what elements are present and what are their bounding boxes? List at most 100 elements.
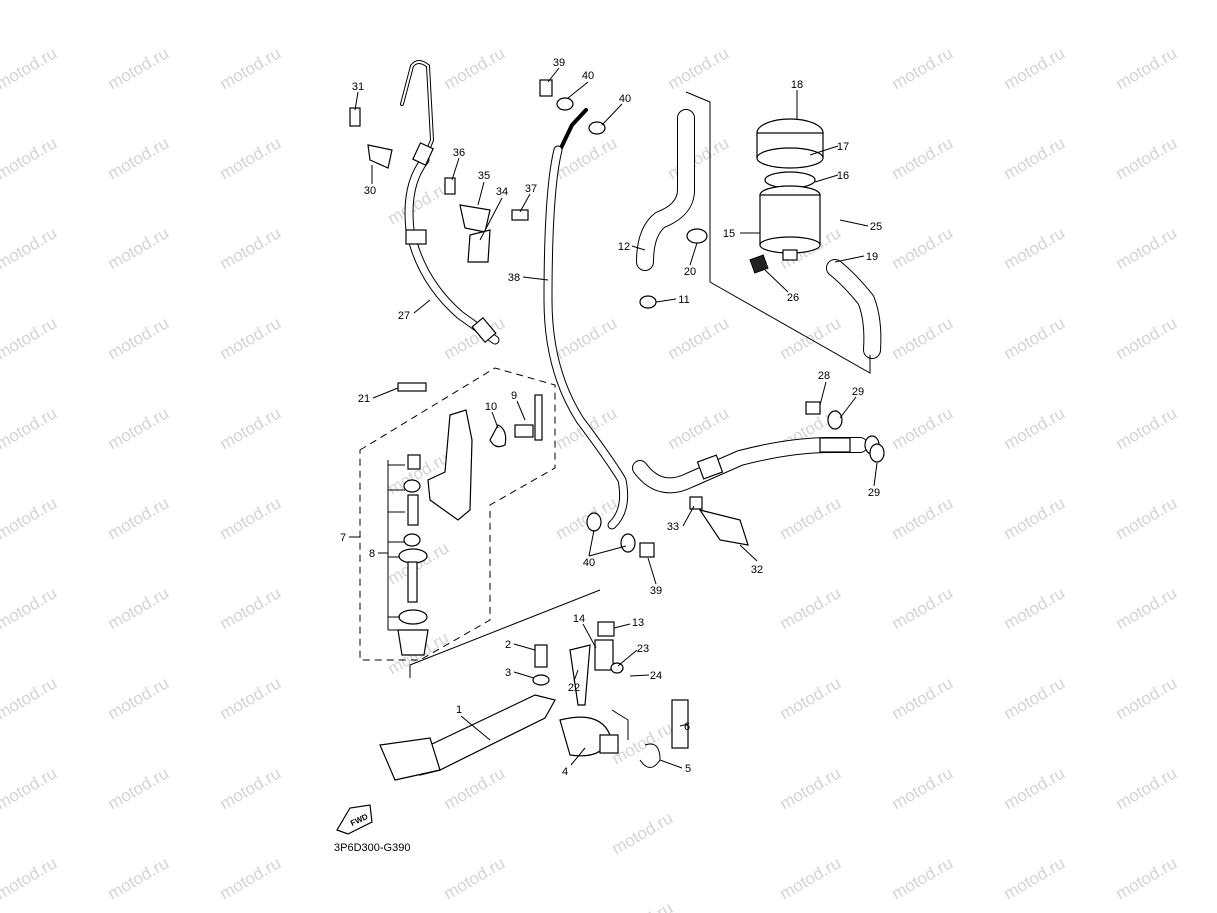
leader-lines [349,67,878,769]
watermark-text: motod.ru [777,0,845,3]
watermark-text: motod.ru [777,673,845,723]
watermark-text: motod.ru [441,0,509,3]
watermark-text: motod.ru [0,673,60,723]
callout-2: 2 [505,639,511,651]
watermark-text: motod.ru [665,43,733,93]
watermark-text: motod.ru [1001,313,1069,363]
watermark-text: motod.ru [889,853,957,903]
callout-29: 29 [852,386,864,398]
callout-39: 39 [650,585,662,597]
callout-37: 37 [525,183,537,195]
watermark-text: motod.ru [1113,493,1181,543]
watermark-text: motod.ru [385,178,453,228]
watermark-text: motod.ru [1113,853,1181,903]
callout-39: 39 [553,57,565,69]
watermark-text: motod.ru [1113,223,1181,273]
watermark-text: motod.ru [777,763,845,813]
watermark-text: motod.ru [889,0,957,3]
diagram-code: 3P6D300-G390 [334,842,410,854]
watermark-text: motod.ru [105,403,173,453]
watermark-text: motod.ru [0,0,60,3]
watermark-text: motod.ru [385,538,453,588]
watermark-text: motod.ru [889,493,957,543]
watermark-text: motod.ru [105,43,173,93]
watermark-text: motod.ru [105,0,173,3]
watermark-text: motod.ru [1113,133,1181,183]
watermark-text: motod.ru [0,133,60,183]
watermark-text: motod.ru [889,133,957,183]
watermark-text: motod.ru [609,898,677,913]
watermark-text: motod.ru [889,673,957,723]
watermark-text: motod.ru [217,673,285,723]
watermark-text: motod.ru [0,853,60,903]
master-cylinder-7 [387,394,543,656]
watermark-text: motod.ru [1113,313,1181,363]
watermark-text: motod.ru [1001,763,1069,813]
callout-14: 14 [573,613,585,625]
watermark-text: motod.ru [441,763,509,813]
callout-16: 16 [837,170,849,182]
callout-1: 1 [456,704,462,716]
watermark-text: motod.ru [777,493,845,543]
watermark-text: motod.ru [105,853,173,903]
watermark-text: motod.ru [105,583,173,633]
watermark-text: motod.ru [0,43,60,93]
brake-hose-lower [632,437,868,494]
callout-12: 12 [618,241,630,253]
watermark-text: motod.ru [105,493,173,543]
watermark-text: motod.ru [1001,583,1069,633]
watermark-text: motod.ru [665,313,733,363]
callout-34: 34 [496,186,508,198]
watermark-text: motod.ru [105,673,173,723]
callout-26: 26 [787,292,799,304]
watermark-text: motod.ru [553,313,621,363]
callout-22: 22 [568,682,580,694]
callout-31: 31 [352,81,364,93]
callout-6: 6 [684,721,690,733]
watermark-text: motod.ru [665,403,733,453]
watermark-text: motod.ru [1113,43,1181,93]
watermark-text: motod.ru [1113,673,1181,723]
watermark-text: motod.ru [105,313,173,363]
watermark-text: motod.ru [889,43,957,93]
small-parts [349,79,885,558]
callout-18: 18 [791,79,803,91]
watermark-text: motod.ru [105,133,173,183]
callout-33: 33 [667,521,679,533]
callout-13: 13 [632,617,644,629]
reservoir-hose-12 [636,109,882,359]
callout-21: 21 [358,393,370,405]
watermark-text: motod.ru [217,43,285,93]
callout-35: 35 [478,170,490,182]
pedal-outline [409,589,601,678]
callout-9: 9 [511,390,517,402]
callout-40: 40 [619,93,631,105]
watermark-text: motod.ru [217,853,285,903]
watermark-text: motod.ru [105,763,173,813]
callout-11: 11 [678,294,689,306]
watermark-text: motod.ru [889,583,957,633]
watermark-text: motod.ru [1113,403,1181,453]
watermark-text: motod.ru [1113,0,1181,3]
callout-5: 5 [685,763,691,775]
watermark-text: motod.ru [889,403,957,453]
watermark-text: motod.ru [777,853,845,903]
callout-4: 4 [562,766,568,778]
callout-28: 28 [818,370,830,382]
watermark-text: motod.ru [777,583,845,633]
callout-29: 29 [868,487,880,499]
callout-40: 40 [582,70,594,82]
callout-25: 25 [870,221,882,233]
watermark-text: motod.ru [0,223,60,273]
watermark-text: motod.ru [1113,763,1181,813]
watermark-text: motod.ru [609,718,677,768]
watermark-text: motod.ru [0,403,60,453]
watermark-text: motod.ru [665,0,733,3]
watermark-text: motod.ru [553,0,621,3]
watermark-text: motod.ru [217,223,285,273]
watermark-text: motod.ru [889,223,957,273]
watermark-text: motod.ru [1001,493,1069,543]
fwd-arrow-icon: FWD [336,804,373,835]
